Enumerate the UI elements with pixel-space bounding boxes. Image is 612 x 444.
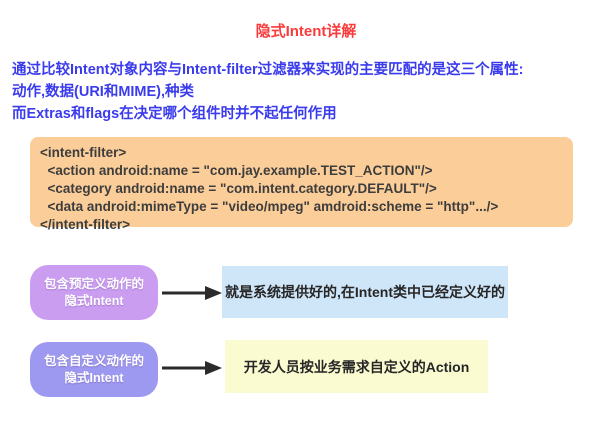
intro-line-2: 动作,数据(URI和MIME),种类 <box>12 84 195 100</box>
desc-custom-action: 开发人员按业务需求自定义的Action <box>225 340 488 393</box>
page-title: 隐式Intent详解 <box>255 23 357 40</box>
arrow-right-icon <box>162 286 222 300</box>
intro-line-1: 通过比较Intent对象内容与Intent-filter过滤器来实现的主要匹配的… <box>12 62 524 78</box>
label-line-2: 隐式Intent <box>64 370 124 385</box>
desc-predefined-action: 就是系统提供好的,在Intent类中已经定义好的 <box>222 266 508 318</box>
intent-filter-code-block: <intent-filter> <action android:name = "… <box>30 137 573 232</box>
label-line-1: 包含自定义动作的 <box>43 353 144 368</box>
code-line-2: <action android:name = "com.jay.example.… <box>40 163 433 178</box>
arrow-right-icon <box>162 361 222 375</box>
code-line-5: </intent-filter> <box>40 217 131 232</box>
code-line-1: <intent-filter> <box>40 145 127 160</box>
label-predefined-action-intent: 包含预定义动作的 隐式Intent <box>30 265 158 320</box>
code-line-3: <category android:name = "com.intent.cat… <box>40 181 437 196</box>
intro-paragraph: 通过比较Intent对象内容与Intent-filter过滤器来实现的主要匹配的… <box>12 59 604 125</box>
intro-line-3: 而Extras和flags在决定哪个组件时并不起任何作用 <box>12 106 337 122</box>
code-line-4: <data android:mimeType = "video/mpeg" am… <box>40 199 499 214</box>
label-custom-action-intent: 包含自定义动作的 隐式Intent <box>30 342 158 397</box>
label-line-1: 包含预定义动作的 <box>43 276 144 291</box>
label-line-2: 隐式Intent <box>64 293 124 308</box>
